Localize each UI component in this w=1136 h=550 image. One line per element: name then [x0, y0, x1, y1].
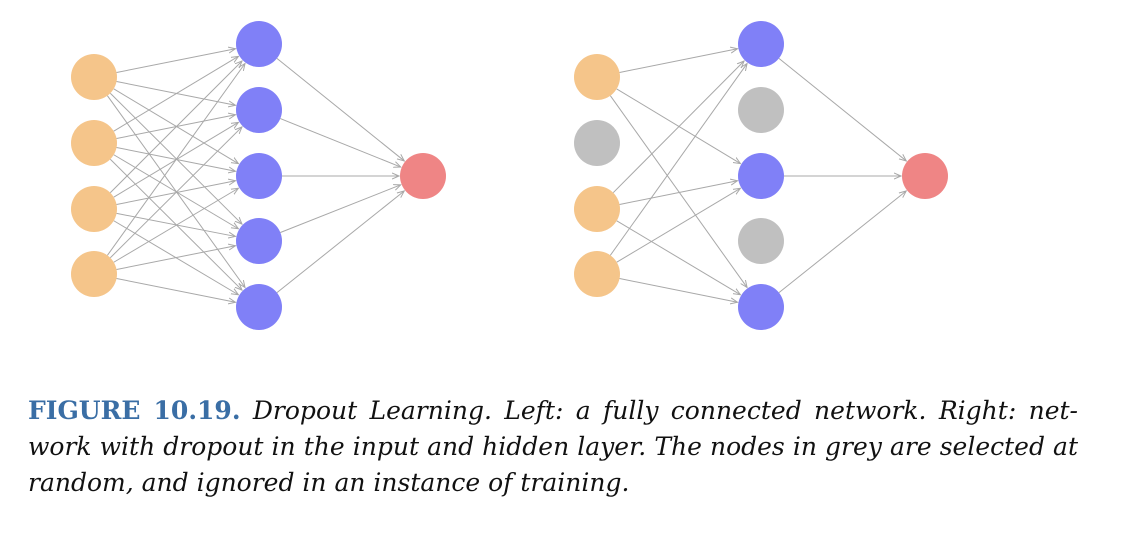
edges [107, 49, 404, 303]
input-node [574, 251, 620, 297]
hidden-node [738, 153, 784, 199]
edge-hidden-to-output [280, 185, 400, 233]
hidden-node-dropped [738, 87, 784, 133]
edge-input-to-hidden [616, 220, 741, 295]
figure-caption: FIGURE 10.19. Dropout Learning. Left: a … [28, 393, 1078, 501]
edges [609, 49, 906, 303]
edge-input-to-hidden [113, 56, 239, 132]
input-node [71, 186, 117, 232]
dropout-diagram [71, 21, 948, 330]
edge-hidden-to-output [276, 58, 404, 161]
edge-input-to-hidden [619, 49, 738, 73]
output-node [902, 153, 948, 199]
input-node [71, 251, 117, 297]
hidden-node [738, 21, 784, 67]
edge-input-to-hidden [609, 64, 747, 256]
edge-input-to-hidden [116, 246, 236, 270]
edge-input-to-hidden [609, 95, 747, 288]
edge-input-to-hidden [107, 64, 245, 256]
output-node [400, 153, 446, 199]
input-node [574, 54, 620, 100]
input-node-dropped [574, 120, 620, 166]
edge-input-to-hidden [109, 61, 242, 194]
hidden-node-dropped [738, 218, 784, 264]
edge-hidden-to-output [280, 118, 400, 167]
caption-text: Dropout Learning. Left: a fully connecte… [28, 396, 1078, 497]
hidden-node [236, 87, 282, 133]
input-node [574, 186, 620, 232]
edge-input-to-hidden [616, 188, 741, 263]
hidden-node [738, 284, 784, 330]
edge-input-to-hidden [619, 181, 738, 205]
hidden-node [236, 21, 282, 67]
caption-label: FIGURE 10.19. [28, 396, 241, 425]
edge-hidden-to-output [778, 191, 906, 294]
input-node [71, 120, 117, 166]
network-dropout [574, 21, 948, 330]
edge-input-to-hidden [619, 278, 738, 303]
edge-input-to-hidden [113, 188, 239, 263]
edge-hidden-to-output [778, 58, 906, 161]
edge-hidden-to-output [276, 191, 404, 294]
edge-input-to-hidden [109, 127, 242, 259]
edge-input-to-hidden [612, 61, 744, 194]
input-node [71, 54, 117, 100]
hidden-node [236, 218, 282, 264]
network-fully-connected [71, 21, 446, 330]
edge-input-to-hidden [116, 278, 236, 303]
hidden-node [236, 284, 282, 330]
hidden-node [236, 153, 282, 199]
edge-input-to-hidden [116, 49, 236, 73]
